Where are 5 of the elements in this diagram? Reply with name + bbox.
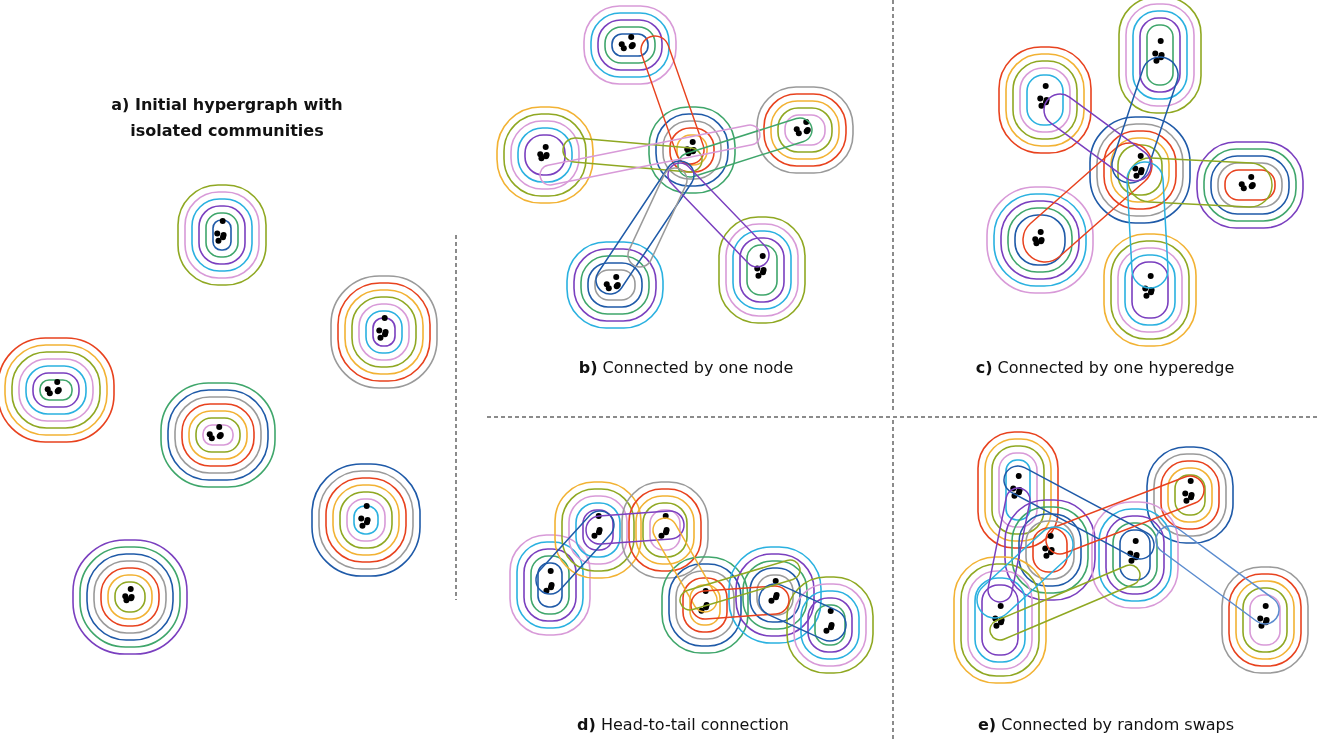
panel-caption: b) Connected by one node [578,358,794,377]
panel-caption: d) Head-to-tail connection [577,715,789,734]
panel-caption: a) Initial hypergraph with isolated communities [110,94,344,142]
panel-caption: c) Connected by one hyperedge [975,358,1235,377]
panel-caption: e) Connected by random swaps [977,715,1235,734]
